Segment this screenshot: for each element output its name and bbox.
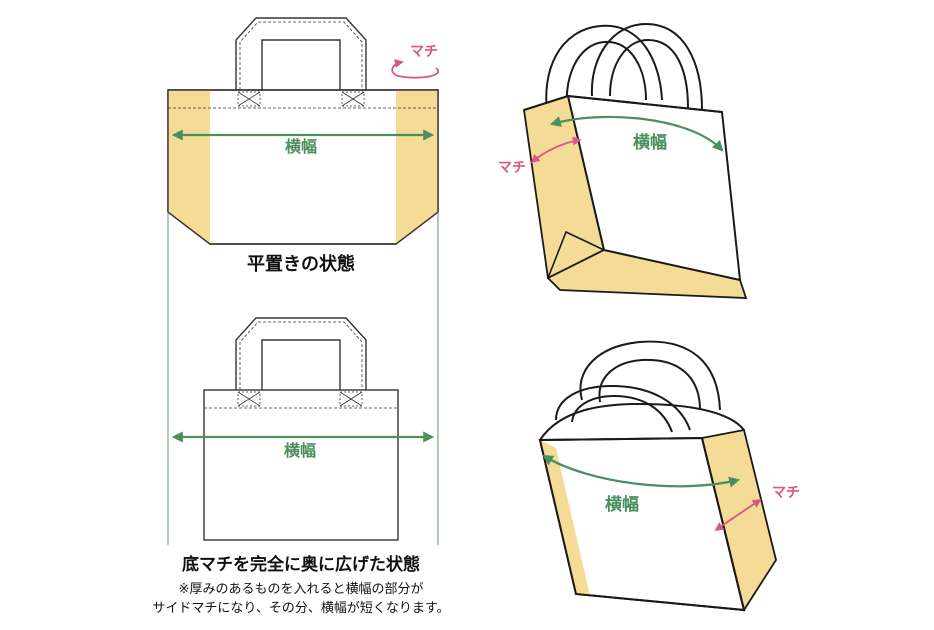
bag-3d-angled-gusset-label: マチ: [772, 485, 800, 501]
bag-3d-front-handles: [545, 22, 703, 119]
flat-bag-right-gusset: [396, 90, 438, 244]
bag-3d-front-bottom: [546, 249, 748, 299]
flat-bag-gusset-label: マチ: [410, 44, 438, 60]
bag-3d-angled-width-label: 横幅: [605, 494, 639, 515]
flat-bag-gusset-indicator: マチ: [391, 44, 440, 79]
expanded-bag-width-label: 横幅: [284, 441, 316, 460]
bag-3d-angled: 横幅 マチ: [538, 340, 800, 612]
bag-3d-angled-handles: [555, 340, 721, 433]
expanded-bag-body: [203, 389, 399, 541]
flat-bag-handle: [235, 17, 367, 90]
expanded-bag: 横幅 底マチを完全に奥に広げた状態 ※厚みのあるものを入れると横幅の部分が サイ…: [152, 317, 450, 616]
note-line-1: ※厚みのあるものを入れると横幅の部分が: [179, 582, 424, 597]
flat-bag-left-gusset: [168, 90, 210, 244]
expanded-bag-handle-tabs: [237, 391, 363, 407]
flat-bag-width-label: 横幅: [285, 137, 317, 156]
bag-3d-angled-gusset-arrow: [714, 499, 762, 532]
flat-caption: 平置きの状態: [247, 253, 355, 275]
bag-3d-front-gusset-label: マチ: [498, 160, 526, 176]
bag-3d-front-width-label: 横幅: [633, 132, 667, 153]
flat-bag-handle-tabs: [237, 91, 365, 107]
bag-3d-front: 横幅 マチ: [498, 22, 748, 299]
flat-bag: 横幅 マチ 平置きの状態: [167, 17, 440, 275]
bag-3d-front-gusset-arrow: [530, 136, 582, 164]
expanded-caption: 底マチを完全に奥に広げた状態: [182, 554, 420, 575]
note-line-2: サイドマチになり、その分、横幅が短くなります。: [152, 601, 449, 616]
bag-3d-front-width-arrow: [549, 115, 724, 152]
expanded-bag-handle: [235, 317, 367, 390]
bag-3d-angled-width-arrow: [542, 454, 741, 488]
